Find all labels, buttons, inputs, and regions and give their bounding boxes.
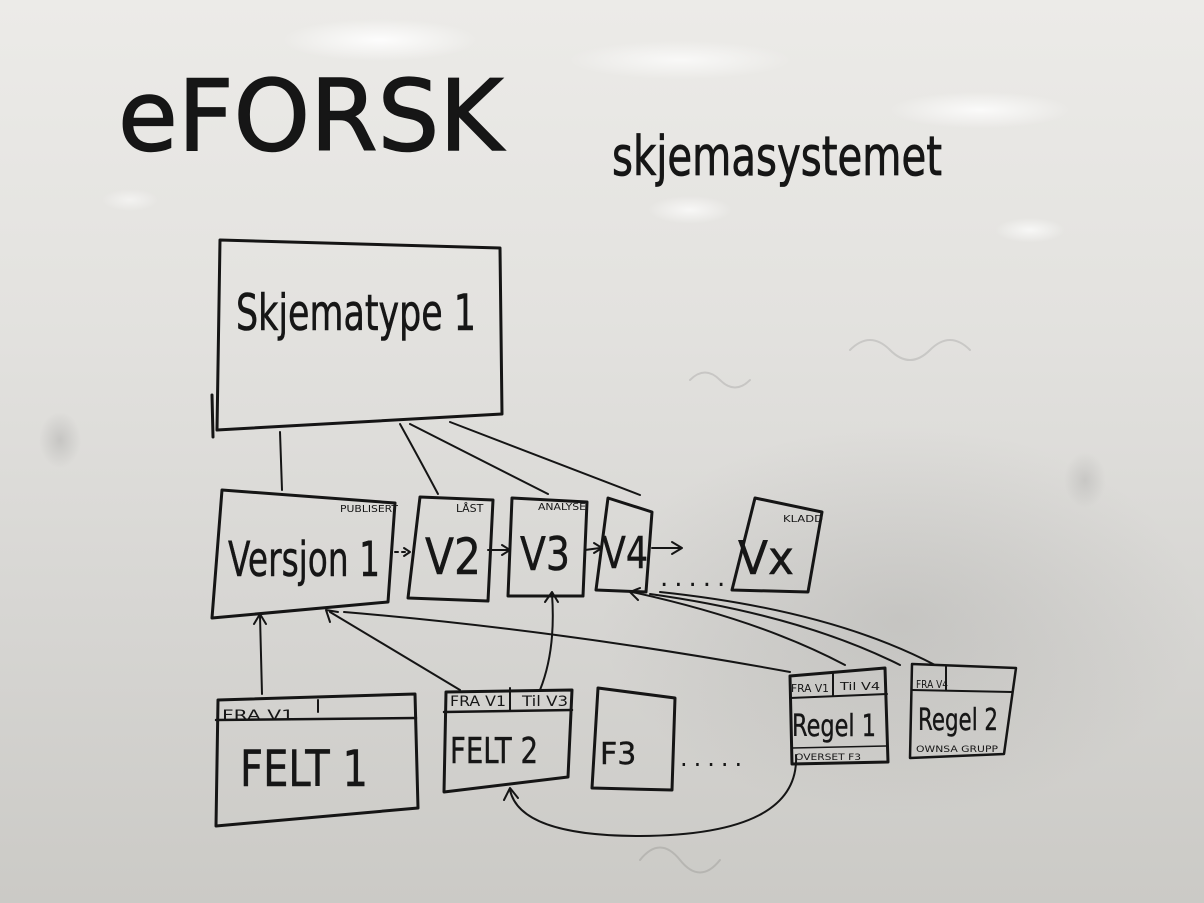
field-box-2: FRA V1 Til V3 FELT 2 — [442, 687, 574, 794]
field-header-left: FRA V1 — [450, 694, 506, 710]
field-box-3: F3 — [590, 686, 677, 792]
field-arrows — [253, 587, 936, 837]
field-header-left: FRA V1 — [222, 708, 294, 724]
ghost-writing — [639, 339, 971, 874]
version-label: V2 — [425, 528, 481, 586]
version-ellipsis: ..... — [660, 563, 731, 593]
version-box-x: Vx KLADD — [730, 496, 824, 594]
version-box-1: Versjon 1 PUBLISERT — [210, 488, 399, 620]
version-label: Versjon 1 — [228, 532, 380, 588]
schema-type-label: Skjematype 1 — [236, 284, 476, 342]
version-status: KLADD — [783, 514, 823, 525]
field-header-right: Til V3 — [521, 694, 568, 710]
version-box-3: V3 ANALYSE — [506, 496, 589, 598]
rule-header-right: Til V4 — [839, 680, 880, 693]
schema-connectors — [279, 421, 641, 496]
version-status: LÅST — [456, 502, 484, 515]
field-ellipsis: ..... — [680, 744, 748, 772]
field-box-1: FRA V1 FELT 1 — [214, 692, 420, 828]
version-label: Vx — [738, 531, 794, 585]
version-label: V4 — [602, 528, 648, 579]
rule-header-left: FRA V1 — [791, 682, 829, 695]
version-status: PUBLISERT — [340, 504, 399, 515]
rule-footer: OVERSET F3 — [795, 753, 861, 763]
rule-label: Regel 2 — [918, 703, 998, 738]
version-box-2: V2 LÅST — [406, 495, 495, 603]
rule-box-1: FRA V1 Til V4 Regel 1 OVERSET F3 — [788, 666, 890, 766]
board-subtitle: skjemasystemet — [612, 125, 942, 188]
field-label: FELT 2 — [450, 731, 538, 772]
rule-label: Regel 1 — [792, 709, 876, 744]
rule-header-left: FRA V4 — [916, 678, 948, 691]
board-title: eFORSK — [118, 60, 506, 174]
rule-footer: OWNSA GRUPP — [916, 745, 999, 755]
field-label: FELT 1 — [240, 740, 368, 798]
schema-type-box: Skjematype 1 — [210, 238, 504, 439]
version-box-4: V4 — [594, 496, 654, 594]
rule-box-2: FRA V4 Regel 2 OWNSA GRUPP — [908, 662, 1018, 760]
field-label: F3 — [600, 737, 636, 772]
version-status: ANALYSE — [538, 502, 586, 513]
version-arrows — [394, 541, 683, 557]
version-label: V3 — [520, 527, 570, 581]
